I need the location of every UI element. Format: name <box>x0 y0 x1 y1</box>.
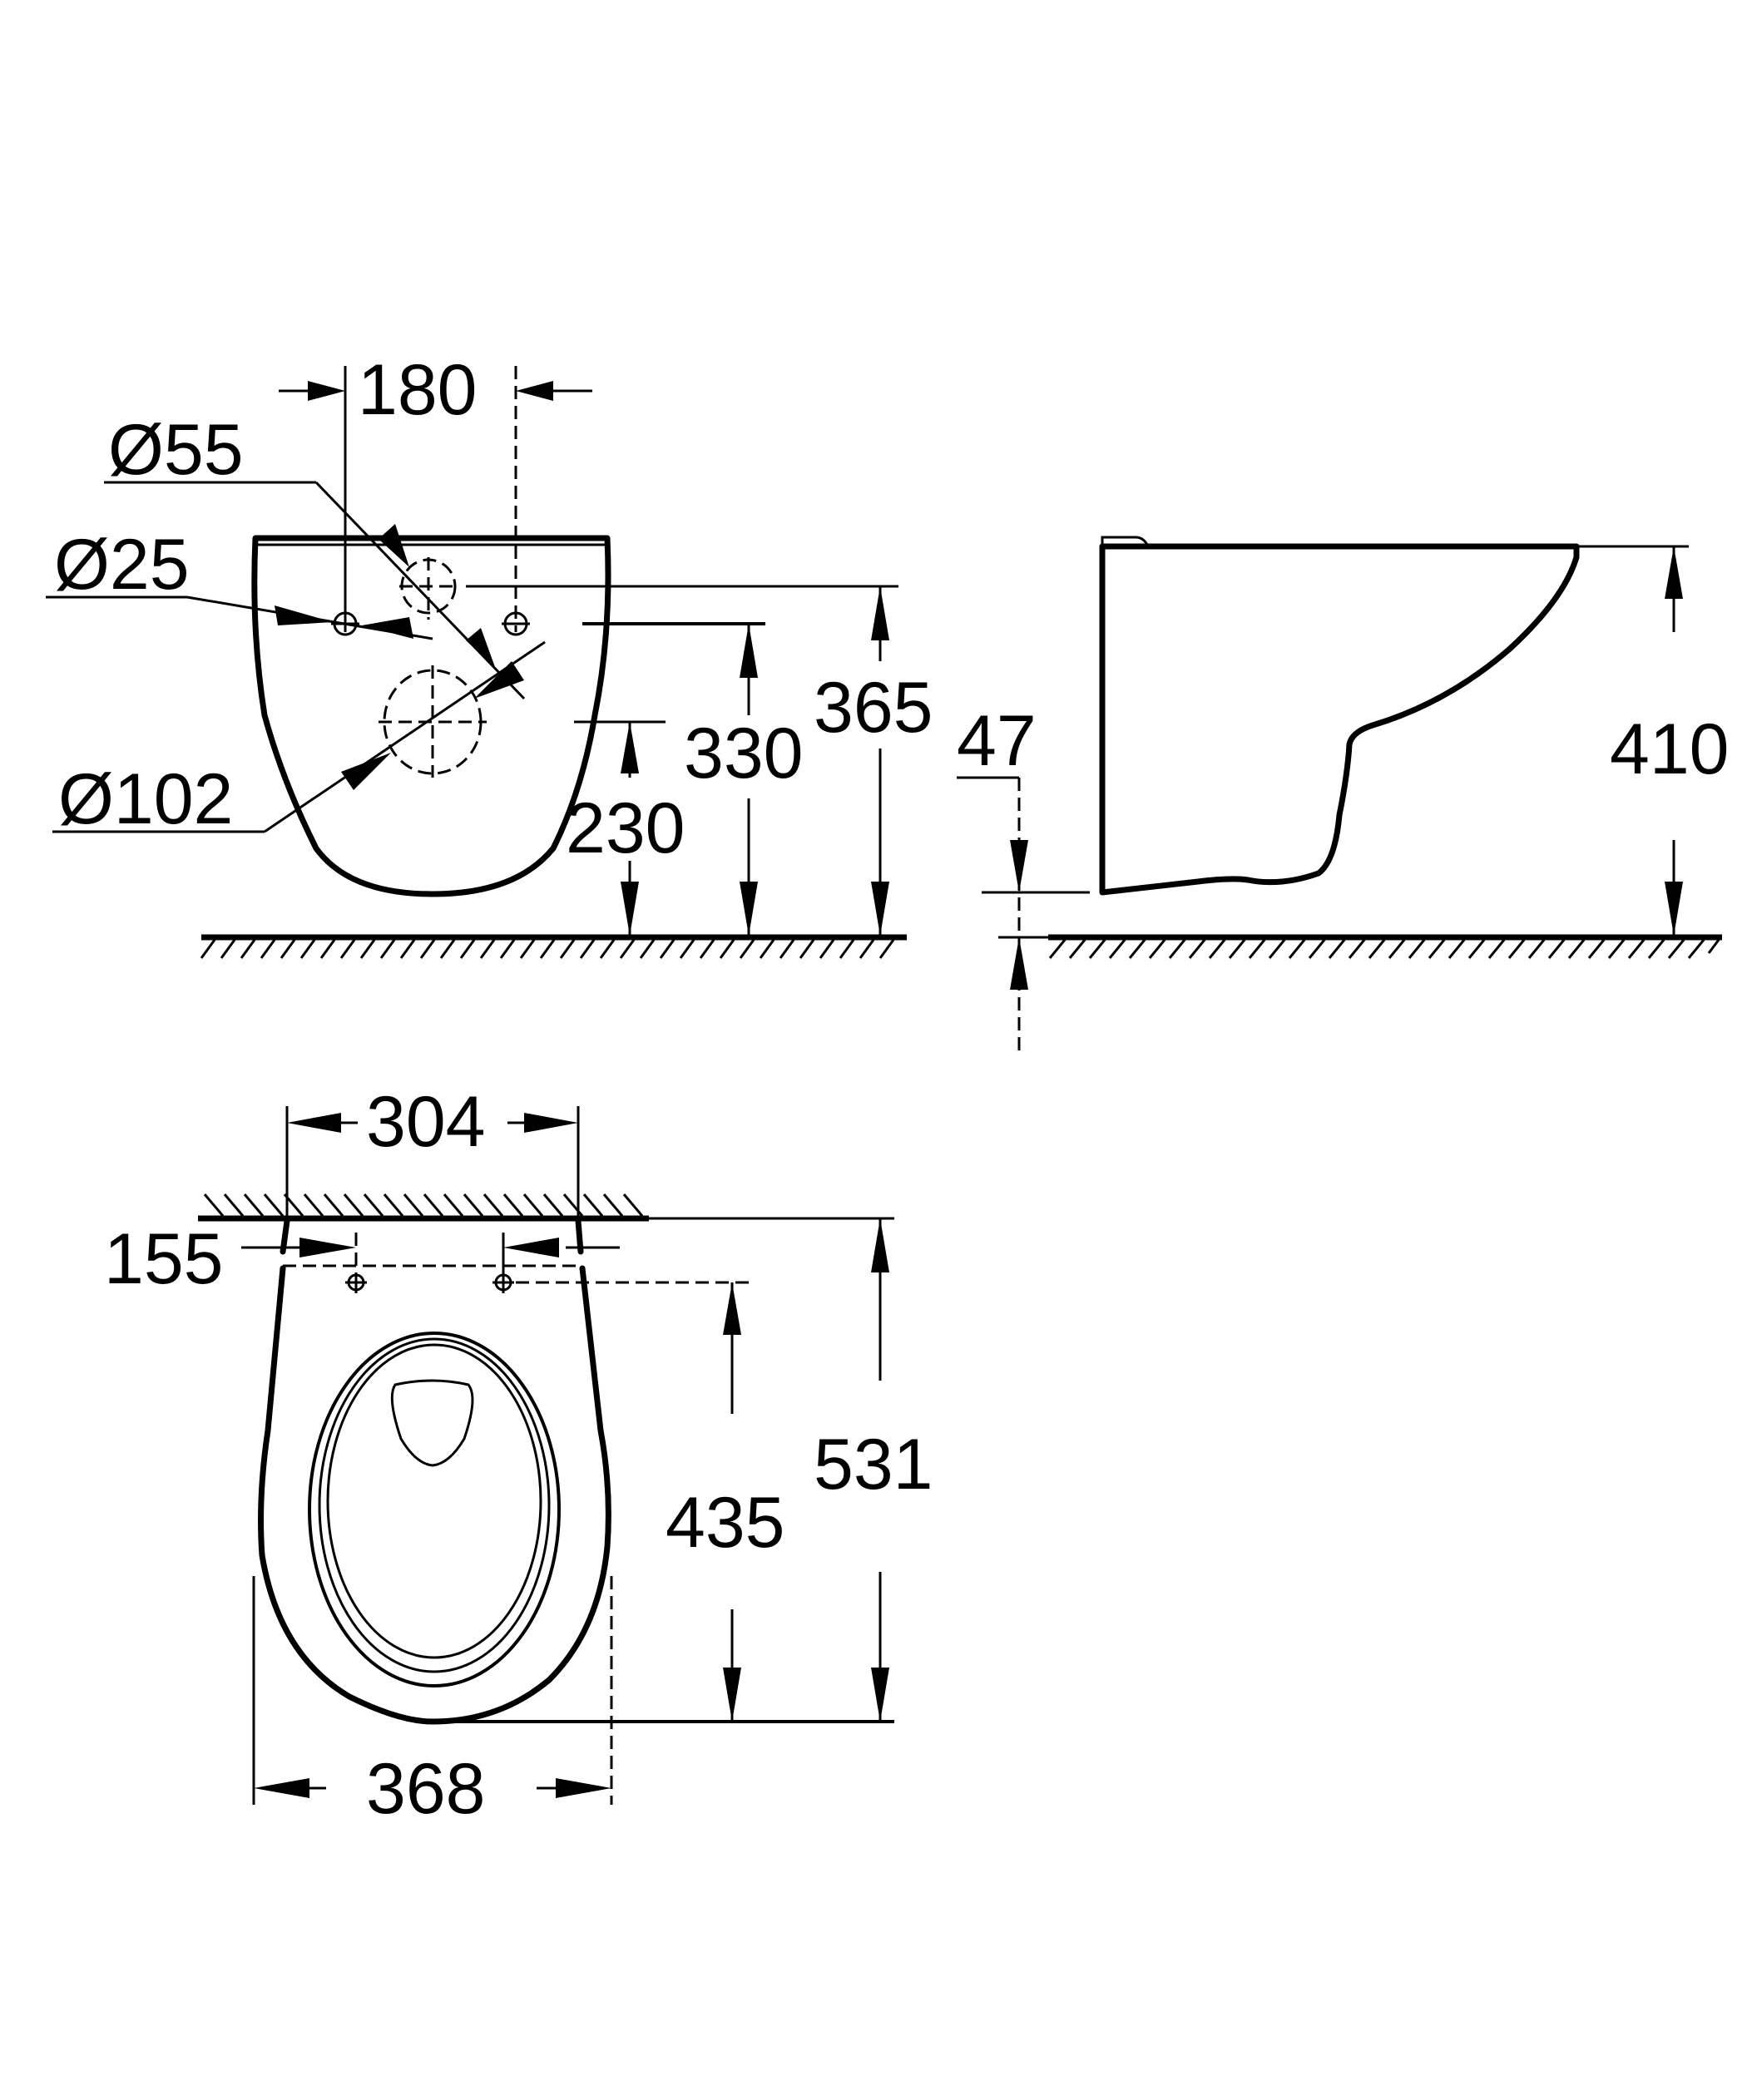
dim-368: 368 <box>366 1749 486 1829</box>
front-view: 180 Ø55 Ø25 Ø102 230 330 <box>46 350 933 959</box>
dim-531: 531 <box>814 1425 933 1505</box>
seat-inner-ring <box>326 1343 542 1659</box>
dim-dia-25: Ø25 <box>54 525 190 605</box>
dim-330: 330 <box>684 714 804 793</box>
side-view: 410 47 <box>957 536 1730 1056</box>
dim-435: 435 <box>666 1483 785 1563</box>
dim-410: 410 <box>1610 709 1730 789</box>
top-view: 304 155 435 531 368 <box>104 1082 933 1829</box>
wall-hatch-top <box>203 1193 644 1217</box>
dim-47: 47 <box>957 701 1037 781</box>
floor-hatch-side <box>1048 939 1720 959</box>
dim-dia-55: Ø55 <box>108 410 244 490</box>
seat-middle-ring <box>318 1337 551 1673</box>
side-bowl-outline <box>1099 543 1580 896</box>
floor-hatch-front <box>200 939 895 959</box>
dim-230: 230 <box>566 788 685 868</box>
dim-155: 155 <box>104 1219 224 1299</box>
front-bowl-outline <box>251 535 611 897</box>
dim-365: 365 <box>814 668 933 748</box>
seat-outer-ring <box>308 1332 561 1687</box>
dim-304: 304 <box>366 1082 486 1162</box>
dim-180: 180 <box>358 350 478 430</box>
bowl-drain-opening <box>390 1379 474 1467</box>
dim-dia-102: Ø102 <box>58 759 233 839</box>
